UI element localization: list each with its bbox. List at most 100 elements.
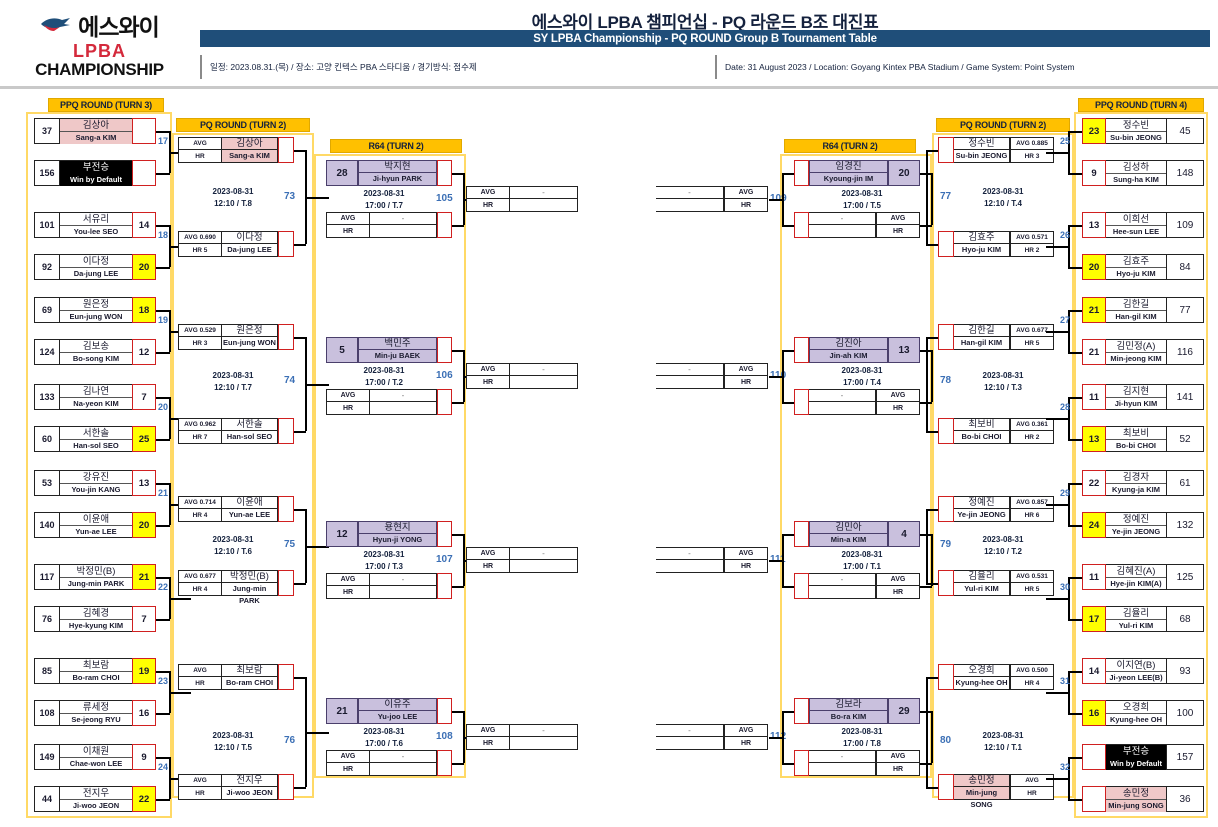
r64-right-player-box[interactable]: 김진아 Jin-ah KIM 13 bbox=[794, 337, 920, 363]
ppq3-player-box[interactable]: 140 이윤애 Yun-ae LEE 20 bbox=[34, 512, 156, 538]
ppq4-player-box[interactable]: 송민정 Min-jung SONG 36 bbox=[1082, 786, 1204, 812]
r64-right-output-slot[interactable]: - AVG HR bbox=[656, 547, 768, 573]
ppq4-player-box[interactable]: 21 김민정(A) Min-jeong KIM 116 bbox=[1082, 339, 1204, 365]
stat-labels: AVG HR bbox=[876, 212, 920, 238]
pq2-left-slot[interactable]: AVG 0.962 HR 7 서한솔 Han-sol SEO bbox=[178, 418, 294, 444]
result-endcap bbox=[278, 418, 294, 444]
r64-left-output-slot[interactable]: AVG HR - bbox=[466, 363, 578, 389]
pq2-right-slot[interactable]: 최보비 Bo-bi CHOI AVG 0.361 HR 2 bbox=[938, 418, 1054, 444]
pq2-left-match-meta: 2023-08-31 12:10 / T.8 bbox=[188, 186, 278, 210]
pq2-right-slot[interactable]: 김한길 Han-gil KIM AVG 0.677 HR 5 bbox=[938, 324, 1054, 350]
player-name-ko: 박정민(B) bbox=[60, 565, 132, 578]
pq2-left-slot[interactable]: AVG 0.677 HR 4 박정민(B) Jung-min PARK bbox=[178, 570, 294, 605]
stat-avg-value: - bbox=[370, 573, 437, 586]
stat-hr-label: HR bbox=[876, 402, 920, 415]
bracket-connector-line bbox=[1046, 778, 1068, 780]
r64-left-opponent-slot[interactable]: AVG HR - bbox=[326, 573, 452, 599]
ppq4-player-box[interactable]: 20 김효주 Hyo-ju KIM 84 bbox=[1082, 254, 1204, 280]
r64-left-output-slot[interactable]: AVG HR - bbox=[466, 547, 578, 573]
pq2-left-slot[interactable]: AVG HR 최보람 Bo-ram CHOI bbox=[178, 664, 294, 690]
r64-right-opponent-slot[interactable]: - AVG HR bbox=[794, 212, 920, 238]
r64-right-player-box[interactable]: 김보라 Bo-ra KIM 29 bbox=[794, 698, 920, 724]
player-names: 김지현 Ji-hyun KIM bbox=[1106, 384, 1166, 410]
r64-right-output-slot[interactable]: - AVG HR bbox=[656, 724, 768, 750]
pq2-left-slot[interactable]: AVG 0.529 HR 3 원은정 Eun-jung WON bbox=[178, 324, 294, 350]
ppq3-player-box[interactable]: 60 서한솔 Han-sol SEO 25 bbox=[34, 426, 156, 452]
r64-left-player-box[interactable]: 5 백민주 Min-ju BAEK bbox=[326, 337, 452, 363]
r64-left-output-slot[interactable]: AVG HR - bbox=[466, 186, 578, 212]
pq2-right-slot[interactable]: 오경희 Kyung-hee OH AVG 0.500 HR 4 bbox=[938, 664, 1054, 690]
pq2-right-slot[interactable]: 정수빈 Su-bin JEONG AVG 0.885 HR 3 bbox=[938, 137, 1054, 163]
ppq4-player-box[interactable]: 부전승 Win by Default 157 bbox=[1082, 744, 1204, 770]
r64-left-opponent-slot[interactable]: AVG HR - bbox=[326, 389, 452, 415]
r64-right-opponent-slot[interactable]: - AVG HR bbox=[794, 750, 920, 776]
ppq4-player-box[interactable]: 9 김성하 Sung-ha KIM 148 bbox=[1082, 160, 1204, 186]
stat-hr-value bbox=[809, 225, 876, 238]
ppq3-player-box[interactable]: 149 이채원 Chae-won LEE 9 bbox=[34, 744, 156, 770]
pq2-right-slot[interactable]: 김효주 Hyo-ju KIM AVG 0.571 HR 2 bbox=[938, 231, 1054, 257]
player-names: 김한길 Han-gil KIM bbox=[1106, 297, 1166, 323]
stat-hr: HR 5 bbox=[1010, 337, 1054, 350]
ppq4-player-box[interactable]: 23 정수빈 Su-bin JEONG 45 bbox=[1082, 118, 1204, 144]
r64-left-opponent-slot[interactable]: AVG HR - bbox=[326, 750, 452, 776]
ppq3-player-box[interactable]: 69 원은정 Eun-jung WON 18 bbox=[34, 297, 156, 323]
pq2-left-slot[interactable]: AVG HR 전지우 Ji-woo JEON bbox=[178, 774, 294, 800]
ppq4-player-box[interactable]: 14 이지연(B) Ji-yeon LEE(B) 93 bbox=[1082, 658, 1204, 684]
ppq3-player-box[interactable]: 44 전지우 Ji-woo JEON 22 bbox=[34, 786, 156, 812]
ppq4-player-box[interactable]: 17 김율리 Yul-ri KIM 68 bbox=[1082, 606, 1204, 632]
r64-left-player-box[interactable]: 21 이유주 Yu-joo LEE bbox=[326, 698, 452, 724]
player-names: 김효주 Hyo-ju KIM bbox=[1106, 254, 1166, 280]
r64-right-opponent-slot[interactable]: - AVG HR bbox=[794, 389, 920, 415]
ppq4-player-box[interactable]: 13 최보비 Bo-bi CHOI 52 bbox=[1082, 426, 1204, 452]
ppq3-player-box[interactable]: 124 김보송 Bo-song KIM 12 bbox=[34, 339, 156, 365]
r64-left-output-slot[interactable]: AVG HR - bbox=[466, 724, 578, 750]
ppq4-player-box[interactable]: 22 김경자 Kyung-ja KIM 61 bbox=[1082, 470, 1204, 496]
ppq3-player-box[interactable]: 85 최보람 Bo-ram CHOI 19 bbox=[34, 658, 156, 684]
bracket-connector-line bbox=[1068, 757, 1070, 799]
pq2-right-slot[interactable]: 송민정 Min-jung SONG AVG HR bbox=[938, 774, 1054, 809]
r64-left-match-number: 108 bbox=[436, 731, 453, 742]
ppq4-player-box[interactable]: 21 김한길 Han-gil KIM 77 bbox=[1082, 297, 1204, 323]
ppq3-player-box[interactable]: 101 서유리 You-lee SEO 14 bbox=[34, 212, 156, 238]
ppq3-player-box[interactable]: 76 김혜경 Hye-kyung KIM 7 bbox=[34, 606, 156, 632]
bracket-connector-line bbox=[1068, 483, 1070, 525]
ppq4-player-box[interactable]: 11 김지현 Ji-hyun KIM 141 bbox=[1082, 384, 1204, 410]
r64-right-opponent-slot[interactable]: - AVG HR bbox=[794, 573, 920, 599]
ppq4-player-box[interactable]: 24 정예진 Ye-jin JEONG 132 bbox=[1082, 512, 1204, 538]
bracket-connector-line bbox=[294, 583, 306, 585]
ppq3-player-box[interactable]: 37 김상아 Sang-a KIM bbox=[34, 118, 156, 144]
r64-right-output-slot[interactable]: - AVG HR bbox=[656, 186, 768, 212]
ppq3-player-box[interactable]: 108 류세정 Se-jeong RYU 16 bbox=[34, 700, 156, 726]
pq2-left-slot[interactable]: AVG 0.690 HR 5 이다정 Da-jung LEE bbox=[178, 231, 294, 257]
bracket-connector-line bbox=[931, 350, 933, 402]
pq2-right-match-meta: 2023-08-31 12:10 / T.2 bbox=[958, 534, 1048, 558]
player-seed: 5 bbox=[326, 337, 358, 363]
pq2-right-slot[interactable]: 정예진 Ye-jin JEONG AVG 0.857 HR 6 bbox=[938, 496, 1054, 522]
pq2-left-slot[interactable]: AVG 0.714 HR 4 이윤애 Yun-ae LEE bbox=[178, 496, 294, 522]
panel-r64-right bbox=[780, 154, 932, 778]
ppq4-player-box[interactable]: 16 오경희 Kyung-hee OH 100 bbox=[1082, 700, 1204, 726]
r64-left-player-box[interactable]: 12 용현지 Hyun-ji YONG bbox=[326, 521, 452, 547]
ppq3-player-box[interactable]: 133 김나연 Na-yeon KIM 7 bbox=[34, 384, 156, 410]
player-names: 이다정 Da-jung LEE bbox=[222, 231, 278, 257]
r64-right-player-box[interactable]: 임경진 Kyoung-jin IM 20 bbox=[794, 160, 920, 186]
ppq3-player-box[interactable]: 117 박정민(B) Jung-min PARK 21 bbox=[34, 564, 156, 590]
ppq3-player-box[interactable]: 156 부전승 Win by Default bbox=[34, 160, 156, 186]
stat-labels: AVG HR bbox=[724, 724, 768, 750]
ppq4-player-box[interactable]: 13 이희선 Hee-sun LEE 109 bbox=[1082, 212, 1204, 238]
r64-left-match-meta: 2023-08-31 17:00 / T.3 bbox=[338, 549, 430, 573]
player-name-en: Kyung-hee OH bbox=[1109, 715, 1163, 724]
pq2-right-slot[interactable]: 김율리 Yul-ri KIM AVG 0.531 HR 5 bbox=[938, 570, 1054, 596]
r64-left-player-box[interactable]: 28 박지현 Ji-hyun PARK bbox=[326, 160, 452, 186]
r64-right-output-slot[interactable]: - AVG HR bbox=[656, 363, 768, 389]
ppq4-player-box[interactable]: 11 김혜진(A) Hye-jin KIM(A) 125 bbox=[1082, 564, 1204, 590]
player-name-ko: 오경희 bbox=[1106, 701, 1166, 714]
ppq3-player-box[interactable]: 53 강유진 You-jin KANG 13 bbox=[34, 470, 156, 496]
stat-values: - bbox=[510, 724, 578, 750]
stat-values: - bbox=[809, 573, 876, 599]
ppq3-player-box[interactable]: 92 이다정 Da-jung LEE 20 bbox=[34, 254, 156, 280]
r64-left-opponent-slot[interactable]: AVG HR - bbox=[326, 212, 452, 238]
player-rank: 45 bbox=[1166, 118, 1204, 144]
r64-right-player-box[interactable]: 김민아 Min-a KIM 4 bbox=[794, 521, 920, 547]
pq2-left-slot[interactable]: AVG HR 김상아 Sang-a KIM bbox=[178, 137, 294, 163]
